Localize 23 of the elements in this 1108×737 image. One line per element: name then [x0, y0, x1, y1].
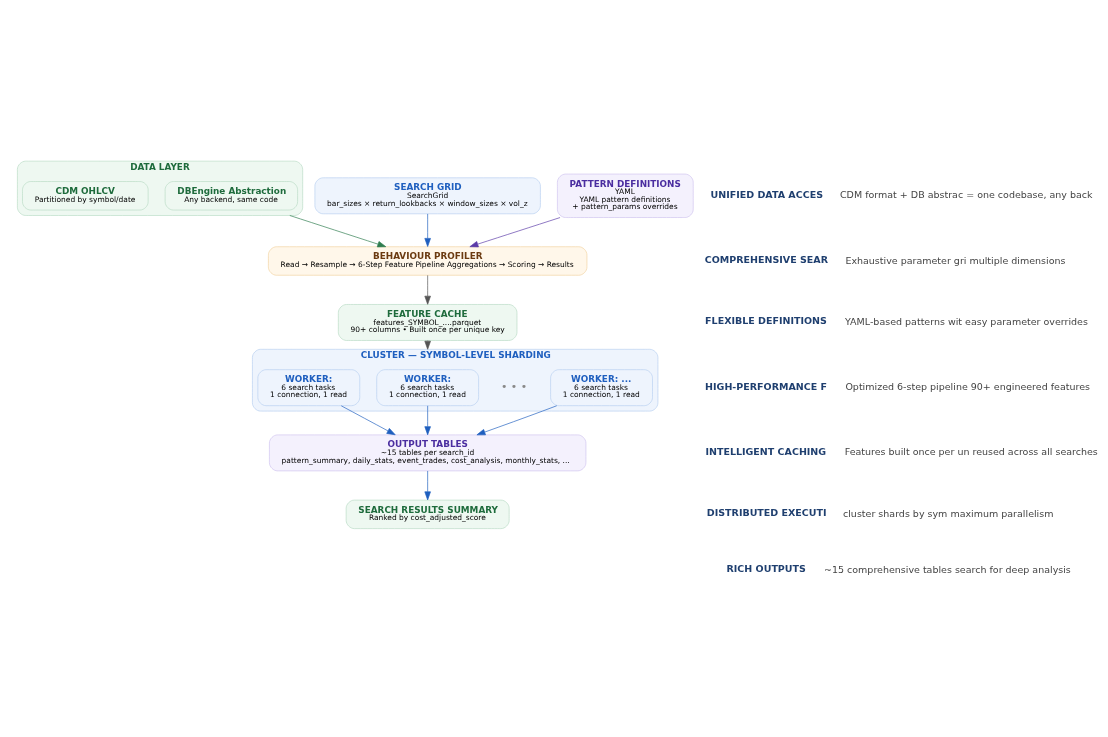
arrow	[469, 216, 561, 247]
label: • • •	[501, 379, 528, 393]
arrow	[424, 404, 431, 435]
label: UNIFIED DATA ACCES	[710, 188, 823, 200]
label: ~15 comprehensive tables search for deep analysis	[824, 563, 1071, 575]
arrow	[289, 214, 387, 247]
label: YAML-based patterns wit easy parameter overrides	[845, 315, 1088, 327]
arrow	[424, 274, 431, 305]
label: RICH OUTPUTS	[726, 562, 806, 574]
label: cluster shards by sym maximum parallelism	[843, 507, 1054, 519]
label: HIGH-PERFORMANCE F	[705, 380, 827, 392]
label: CDM format + DB abstrac = one codebase, any back	[839, 188, 1093, 200]
label: FLEXIBLE DEFINITIONS	[705, 314, 827, 326]
label: INTELLIGENT CACHING	[705, 445, 827, 457]
arrow	[424, 213, 431, 247]
label: COMPREHENSIVE SEAR	[704, 253, 828, 265]
arrow	[424, 470, 431, 500]
label: Optimized 6-step pipeline 90+ engineered features	[845, 380, 1090, 392]
arrow	[476, 404, 558, 435]
label: Features built once per un reused across all searches	[844, 445, 1098, 457]
arrow	[340, 404, 396, 435]
label: Exhaustive parameter gri multiple dimensions	[845, 254, 1066, 266]
label: DISTRIBUTED EXECUTI	[706, 506, 827, 518]
